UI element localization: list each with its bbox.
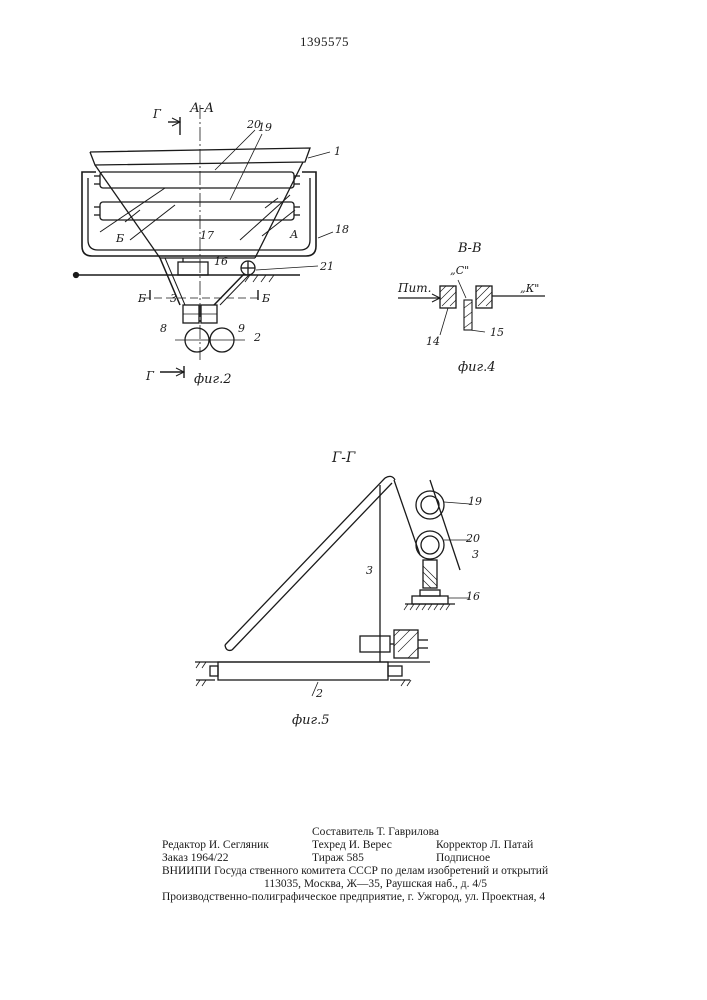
imprint-printer: Производственно-полиграфическое предприя… [162, 891, 545, 904]
fig2-label-1: 1 [334, 145, 341, 158]
imprint-corrector: Корректор Л. Патай [436, 839, 533, 852]
imprint-vniipi: ВНИИПИ Госуда ственного комитета СССР по… [162, 865, 548, 878]
fig2-section-title: А-А [189, 101, 214, 116]
fig2-cut-b-right: Б [261, 292, 270, 305]
fig4-section-title: В-В [457, 241, 482, 256]
fig2-label-9: 9 [238, 322, 245, 335]
imprint-compiler: Составитель Т. Гаврилова [312, 826, 439, 839]
fig4-c-label: „С" [450, 264, 469, 277]
fig5-label-20: 20 [465, 532, 480, 545]
fig2-cut-g-top: Г [152, 107, 162, 121]
fig2-label-b: Б [115, 232, 124, 245]
fig5-caption: фиг.5 [292, 713, 330, 728]
fig5-label-16: 16 [466, 590, 480, 603]
fig2-cut-g-bottom: Г [145, 369, 155, 383]
fig5-section-title: Г-Г [331, 450, 356, 466]
fig2-label-16: 16 [214, 255, 228, 268]
fig2-label-17: 17 [200, 229, 214, 242]
fig2-label-a: А [289, 228, 298, 241]
imprint-address: 113035, Москва, Ж—35, Раушская наб., д. … [264, 878, 487, 891]
fig4-caption: фиг.4 [458, 360, 496, 375]
imprint-techred: Техред И. Верес [312, 839, 392, 852]
fig5-label-3-mast: 3 [366, 564, 373, 577]
figure-5 [195, 476, 470, 696]
fig2-caption: фиг.2 [194, 372, 232, 387]
imprint-editor: Редактор И. Сегляник [162, 839, 269, 852]
fig4-label-15: 15 [490, 326, 504, 339]
fig4-input-label: Пит. [397, 281, 431, 295]
fig2-label-21: 21 [319, 260, 334, 273]
imprint-order: Заказ 1964/22 [162, 852, 229, 865]
fig2-cut-b-left: Б [137, 292, 146, 305]
technical-drawings: А-А Г Г Б Б 20 19 1 18 А Б 17 16 21 3 8 … [0, 0, 707, 800]
fig2-label-2: 2 [253, 331, 261, 344]
fig2-label-3: 3 [170, 292, 177, 305]
fig5-label-2: 2 [315, 687, 323, 700]
fig4-label-14: 14 [426, 335, 440, 348]
fig5-label-3-right: 3 [472, 548, 479, 561]
fig2-label-19: 19 [258, 121, 272, 134]
fig5-label-19: 19 [468, 495, 482, 508]
imprint-subscription: Подписное [436, 852, 490, 865]
fig2-label-8: 8 [160, 322, 167, 335]
fig4-k-label: „К" [520, 282, 539, 295]
fig2-label-18: 18 [335, 223, 349, 236]
imprint-circulation: Тираж 585 [312, 852, 364, 865]
